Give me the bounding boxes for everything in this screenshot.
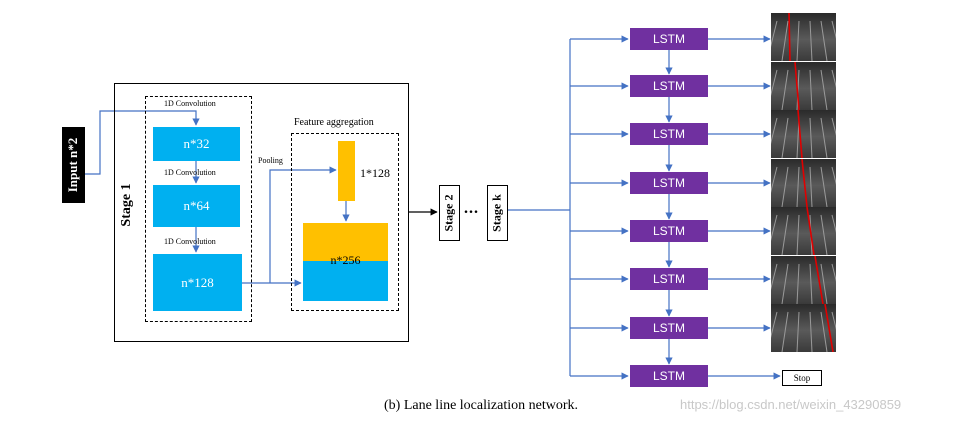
lane-marking (809, 311, 813, 352)
predicted-lane-line (806, 207, 815, 255)
lane-image-1 (771, 13, 836, 61)
lane-marking (831, 69, 836, 89)
stage-ellipsis: ... (464, 200, 479, 217)
lane-marking (831, 166, 836, 186)
lstm-cell-5: LSTM (630, 220, 708, 242)
lane-marking (831, 311, 836, 331)
lane-image-7 (771, 304, 836, 352)
lstm-cell-7: LSTM (630, 317, 708, 339)
lane-marking (781, 214, 789, 255)
pooled-vector-bar (338, 141, 355, 201)
input-label: Input n*2 (65, 137, 80, 193)
conv-label-2: 1D Convolution (164, 168, 216, 177)
pooling-label: Pooling (258, 156, 283, 165)
conv-label-1: 1D Convolution (164, 99, 216, 108)
lane-marking (831, 20, 836, 40)
lane-marking (820, 263, 828, 304)
lstm-cell-8: LSTM (630, 365, 708, 387)
lane-marking (771, 20, 778, 48)
lstm-cell-1: LSTM (630, 28, 708, 50)
conv-block-32: n*32 (153, 127, 240, 161)
lstm-cell-4: LSTM (630, 172, 708, 194)
lane-marking (781, 20, 789, 61)
lane-marking (831, 214, 836, 234)
predicted-lane-line (794, 62, 800, 110)
stagek-box (487, 185, 508, 241)
lane-marking (781, 69, 789, 110)
lane-marking (771, 311, 778, 339)
aggregated-feature-label: n*256 (330, 253, 361, 267)
feature-aggregation-title: Feature aggregation (294, 117, 374, 128)
lane-marking (771, 69, 778, 97)
aggregated-top-half (303, 223, 388, 261)
lane-prediction-thumbnail-1 (771, 13, 836, 61)
figure-caption: (b) Lane line localization network. (384, 398, 578, 413)
stage1-container (114, 83, 409, 342)
lane-marking (820, 311, 828, 352)
lane-marking (809, 263, 813, 304)
lane-image-3 (771, 110, 836, 158)
lane-marking (831, 263, 836, 283)
lane-marking (781, 263, 789, 304)
lane-marking (771, 166, 778, 194)
conv-label-3: 1D Convolution (164, 237, 216, 246)
lane-image-2 (771, 62, 836, 110)
lane-marking (809, 117, 813, 158)
lane-marking (820, 214, 828, 255)
lane-image-4 (771, 159, 836, 207)
lane-marking (796, 20, 800, 61)
lane-marking (820, 166, 828, 207)
lane-marking (771, 263, 778, 291)
lstm-cell-6: LSTM (630, 268, 708, 290)
lane-marking (831, 117, 836, 137)
lane-prediction-thumbnail-2 (771, 62, 836, 110)
lane-marking (820, 117, 828, 158)
lane-marking (781, 311, 789, 352)
input-block (62, 127, 85, 203)
stop-box: Stop (782, 370, 822, 386)
lane-prediction-thumbnail-3 (771, 110, 836, 158)
aggregated-feature-block: n*256 (303, 223, 388, 301)
predicted-lane-line (801, 159, 808, 207)
predicted-lane-line (814, 256, 824, 304)
convolution-group (145, 96, 252, 322)
pooled-vector-label: 1*128 (360, 166, 390, 180)
watermark: https://blog.csdn.net/weixin_43290859 (680, 397, 902, 412)
predicted-lane-line (788, 13, 791, 61)
lane-marking (796, 311, 800, 352)
stage1-label: Stage 1 (119, 183, 134, 227)
predicted-lane-line (797, 110, 803, 158)
lane-marking (781, 117, 789, 158)
lane-prediction-thumbnail-6 (771, 256, 836, 304)
lane-marking (796, 166, 800, 207)
lane-marking (771, 117, 778, 145)
lane-prediction-thumbnail-5 (771, 207, 836, 255)
lane-prediction-thumbnail-4 (771, 159, 836, 207)
lane-marking (809, 69, 813, 110)
aggregated-bottom-half (303, 261, 388, 301)
lane-image-6 (771, 256, 836, 304)
lane-marking (781, 166, 789, 207)
lane-marking (820, 20, 828, 61)
stagek-label: Stage k (489, 194, 504, 232)
stage2-box (439, 185, 460, 241)
lane-marking (809, 166, 813, 207)
lstm-cell-2: LSTM (630, 75, 708, 97)
lane-marking (809, 20, 813, 61)
stage2-label: Stage 2 (441, 194, 456, 232)
lane-marking (820, 69, 828, 110)
predicted-lane-line (824, 304, 834, 352)
lane-prediction-thumbnail-7 (771, 304, 836, 352)
lane-image-5 (771, 207, 836, 255)
lstm-cell-3: LSTM (630, 123, 708, 145)
lane-marking (796, 263, 800, 304)
feature-aggregation-group (291, 133, 399, 311)
lane-marking (771, 214, 778, 242)
conv-block-128: n*128 (153, 254, 242, 311)
lane-marking (796, 214, 800, 255)
conv-block-64: n*64 (153, 185, 240, 227)
